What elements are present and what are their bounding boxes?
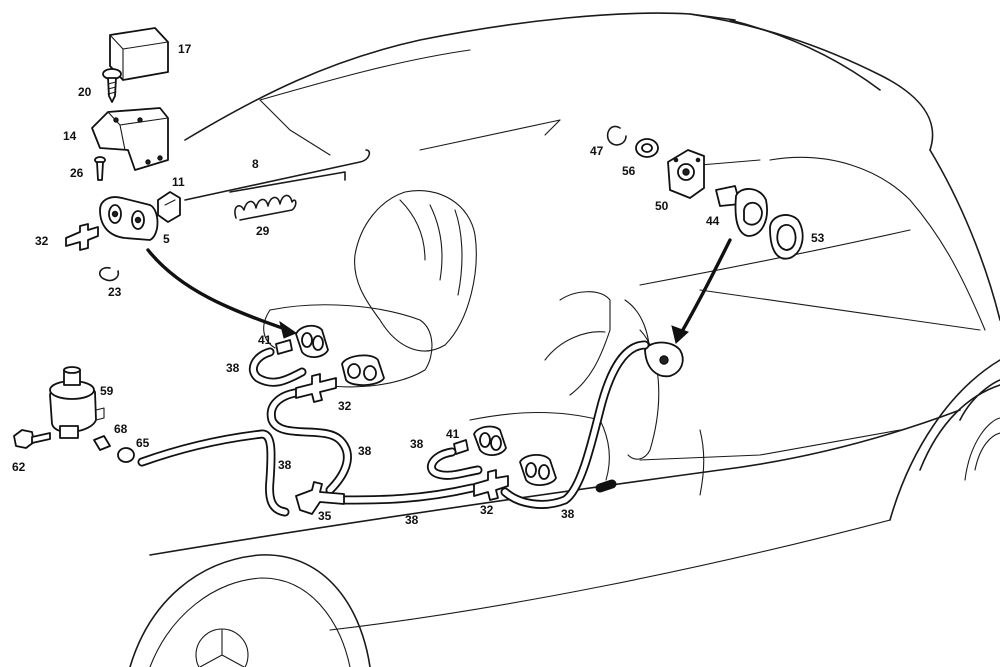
callout-38b: 38 <box>358 444 372 458</box>
callout-38e: 38 <box>410 437 424 451</box>
push-pin-26 <box>94 156 106 181</box>
y-connector-35 <box>295 481 345 515</box>
callout-26: 26 <box>70 166 84 180</box>
callout-35: 35 <box>318 509 332 523</box>
callout-56: 56 <box>622 164 636 178</box>
callout-5: 5 <box>163 232 170 246</box>
callout-47: 47 <box>590 144 604 158</box>
hoses <box>137 340 650 517</box>
callout-8: 8 <box>252 157 259 171</box>
callout-23: 23 <box>108 285 122 299</box>
door-lock-assembly <box>644 341 684 378</box>
bolt-62 <box>13 429 51 449</box>
callout-32a: 32 <box>35 234 49 248</box>
callout-14: 14 <box>63 129 77 143</box>
callout-32c: 32 <box>480 503 494 517</box>
t-connector-32c <box>473 469 509 501</box>
pump-59 <box>49 366 105 439</box>
callout-53: 53 <box>811 231 825 245</box>
callout-38f: 38 <box>561 507 575 521</box>
t-connector-32b <box>295 373 337 403</box>
callout-20: 20 <box>78 85 92 99</box>
circlip-47 <box>606 125 627 146</box>
callout-arrow-right <box>671 238 732 344</box>
t-connector-32a <box>65 223 99 251</box>
gasket-53 <box>769 214 804 260</box>
callout-68: 68 <box>114 422 128 436</box>
callout-29: 29 <box>256 224 270 238</box>
rod-8 <box>184 149 371 201</box>
callout-44: 44 <box>706 214 720 228</box>
lock-actuator-44 <box>715 185 768 237</box>
callout-41a: 41 <box>258 333 272 347</box>
relay-box-17 <box>109 27 169 81</box>
callout-17: 17 <box>178 42 192 56</box>
valve-block-5 <box>99 196 159 241</box>
callout-59: 59 <box>100 384 114 398</box>
screw-20 <box>102 68 122 103</box>
callout-41b: 41 <box>446 427 460 441</box>
callout-50: 50 <box>655 199 669 213</box>
callout-32b: 32 <box>338 399 352 413</box>
valve-block-41b <box>453 425 507 456</box>
callout-38d: 38 <box>405 513 419 527</box>
callout-65: 65 <box>136 436 150 450</box>
bracket-14 <box>91 107 169 171</box>
valve-block-41a <box>275 324 329 358</box>
valve-block-seat <box>341 354 385 386</box>
callout-38c: 38 <box>278 458 292 472</box>
spring-29 <box>234 194 297 221</box>
callout-arrow-left <box>146 248 298 339</box>
callout-38a: 38 <box>226 361 240 375</box>
washer-56 <box>635 138 659 158</box>
front-seat <box>263 190 477 388</box>
callout-62: 62 <box>12 460 26 474</box>
retaining-ring-23 <box>98 266 120 282</box>
callout-labels: 17 20 14 26 11 32 5 23 8 29 47 56 50 44 … <box>12 42 825 527</box>
valve-block-rear <box>519 454 557 486</box>
car-body-outline <box>129 12 1000 667</box>
clip-11 <box>157 191 181 223</box>
sleeve-68 <box>93 435 111 451</box>
callout-11: 11 <box>172 175 185 189</box>
housing-50 <box>667 149 705 199</box>
cap-65 <box>117 447 135 463</box>
